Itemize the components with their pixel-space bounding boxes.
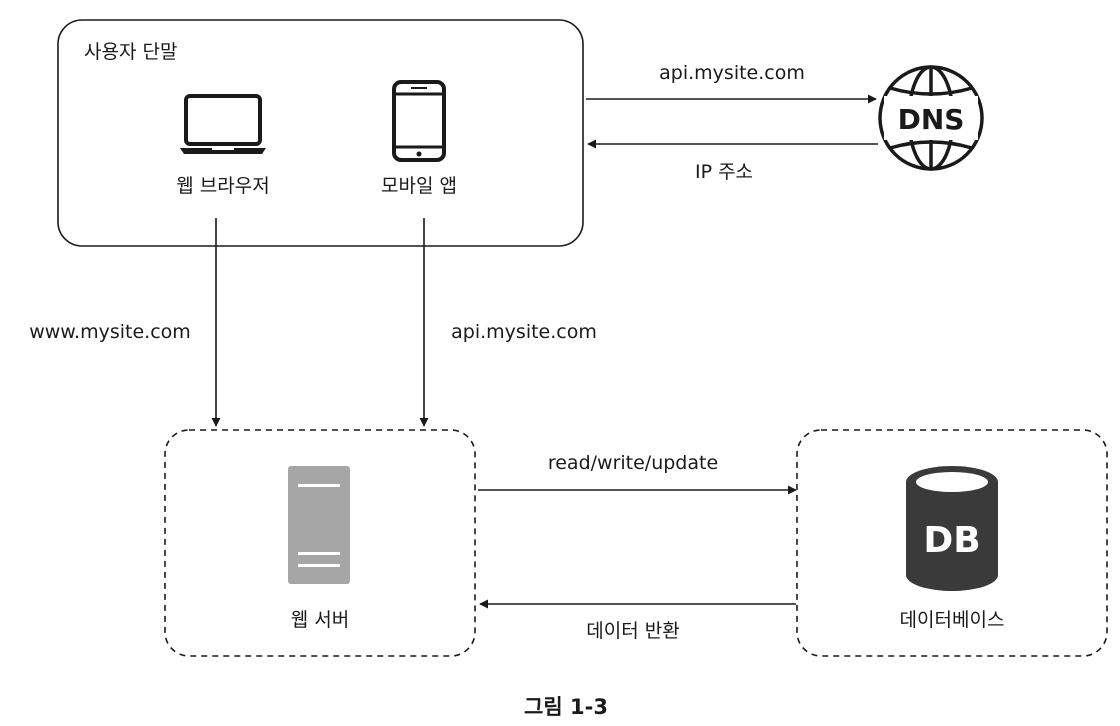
server-to-db-label: read/write/update	[548, 452, 718, 474]
database-cylinder-icon	[906, 466, 998, 591]
client-group: 사용자 단말 웹 브라우저 모바일 앱	[57, 19, 584, 247]
figure-caption: 그림 1-3	[524, 695, 608, 719]
database-icon-text: DB	[923, 520, 980, 561]
dns-response-label: IP 주소	[695, 161, 753, 183]
dns-globe-icon	[878, 65, 984, 171]
app-to-server-label: api.mysite.com	[451, 321, 597, 343]
web-browser-label: 웹 브라우저	[176, 175, 269, 197]
web-server-group: 웹 서버	[164, 429, 476, 657]
server-icon	[288, 466, 350, 584]
database-label: 데이터베이스	[900, 609, 1005, 631]
db-to-server-label: 데이터 반환	[586, 620, 679, 642]
browser-to-server-label: www.mysite.com	[29, 321, 191, 343]
dns-label: DNS	[898, 103, 965, 136]
mobile-phone-icon	[392, 80, 446, 162]
laptop-icon	[180, 94, 266, 154]
client-group-title: 사용자 단말	[84, 41, 177, 63]
web-server-label: 웹 서버	[291, 609, 349, 631]
database-group: DB 데이터베이스	[796, 429, 1108, 657]
mobile-app-label: 모바일 앱	[381, 175, 457, 197]
dns-request-label: api.mysite.com	[659, 62, 805, 84]
web-server-box	[164, 429, 476, 657]
client-group-box	[57, 19, 584, 247]
database-box	[796, 429, 1108, 657]
